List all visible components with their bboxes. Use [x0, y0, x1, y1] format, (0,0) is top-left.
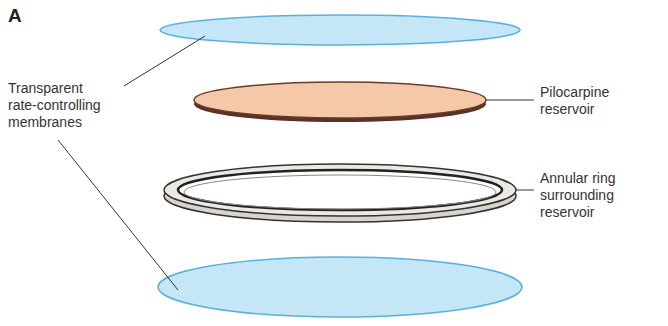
top-membrane	[160, 15, 520, 45]
part-label: Annular ring surrounding reservoir	[540, 170, 629, 221]
annular-ring	[164, 164, 516, 216]
panel-letter: A	[8, 6, 22, 26]
bottom-membrane	[158, 257, 522, 317]
pilocarpine-reservoir	[194, 82, 486, 118]
part-label: Transparent rate-controlling membranes	[8, 80, 104, 131]
leader-line	[58, 140, 178, 290]
ring-inner-shadow	[184, 175, 496, 209]
ring-inner-edge	[178, 170, 502, 210]
leader-line	[516, 190, 534, 191]
part-label: Pilocarpine reservoir	[540, 84, 613, 118]
leader-line	[124, 36, 205, 86]
leader-line	[486, 100, 534, 101]
